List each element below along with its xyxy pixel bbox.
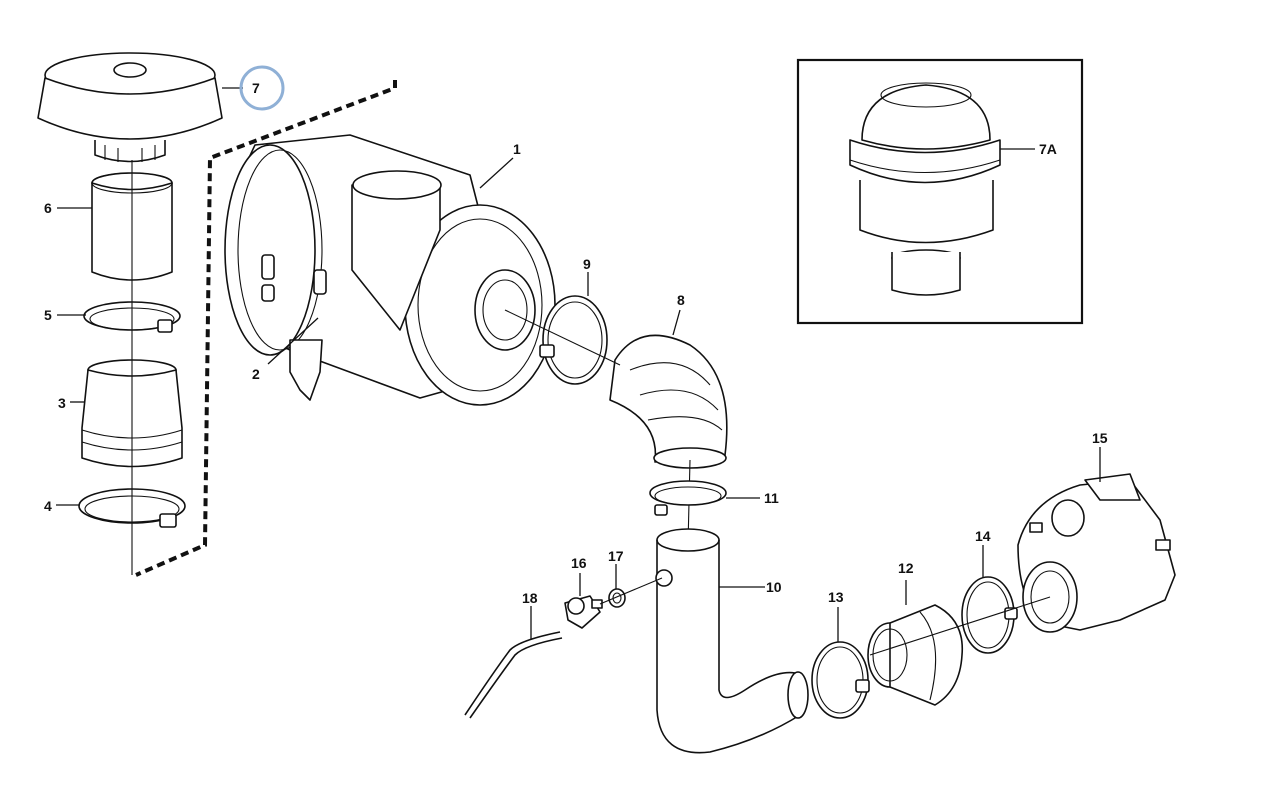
- part-16-pressure-sensor[interactable]: [564, 595, 603, 629]
- callout-16: 16: [571, 555, 587, 571]
- callout-4: 4: [44, 498, 52, 514]
- callout-7-highlight-ring: [239, 65, 285, 111]
- callout-1: 1: [513, 141, 521, 157]
- part-10-intake-pipe[interactable]: [655, 528, 809, 754]
- callout-13: 13: [828, 589, 844, 605]
- callout-8: 8: [677, 292, 685, 308]
- leader-lines: [56, 87, 1101, 642]
- part-7-precleaner-cap[interactable]: [37, 52, 223, 163]
- callout-10: 10: [766, 579, 782, 595]
- part-15-turbocharger[interactable]: [1017, 473, 1176, 633]
- callout-14: 14: [975, 528, 991, 544]
- part-13-hose-clamp[interactable]: [811, 641, 870, 719]
- callout-17: 17: [608, 548, 624, 564]
- callout-12: 12: [898, 560, 914, 576]
- callout-7[interactable]: 7: [252, 80, 260, 96]
- part-17-grommet[interactable]: [608, 588, 626, 608]
- callout-11: 11: [764, 490, 779, 506]
- callout-2: 2: [252, 366, 260, 382]
- inset-frame-7a: [796, 58, 1084, 325]
- part-1-air-filter-housing[interactable]: [224, 134, 556, 406]
- callout-18: 18: [522, 590, 538, 606]
- part-8-elbow-hose[interactable]: [609, 334, 728, 469]
- assembly-dashed-frame: [135, 80, 397, 577]
- part-14-hose-clamp[interactable]: [961, 576, 1018, 654]
- part-11-hose-clamp[interactable]: [649, 480, 727, 516]
- callout-5: 5: [44, 307, 52, 323]
- sensor-centerline: [599, 577, 663, 605]
- part-7a-precleaner-alternative[interactable]: [849, 82, 1001, 296]
- outlet-centerline: [504, 309, 621, 366]
- callout-9: 9: [583, 256, 591, 272]
- callout-7a: 7A: [1039, 141, 1057, 157]
- part-18-sensor-cable[interactable]: [464, 631, 563, 719]
- part-12-coupling-hose[interactable]: [867, 604, 964, 706]
- turbo-centerline: [869, 596, 1051, 656]
- part-9-hose-clamp[interactable]: [539, 295, 608, 385]
- callout-3: 3: [58, 395, 66, 411]
- callout-6: 6: [44, 200, 52, 216]
- callout-15: 15: [1092, 430, 1108, 446]
